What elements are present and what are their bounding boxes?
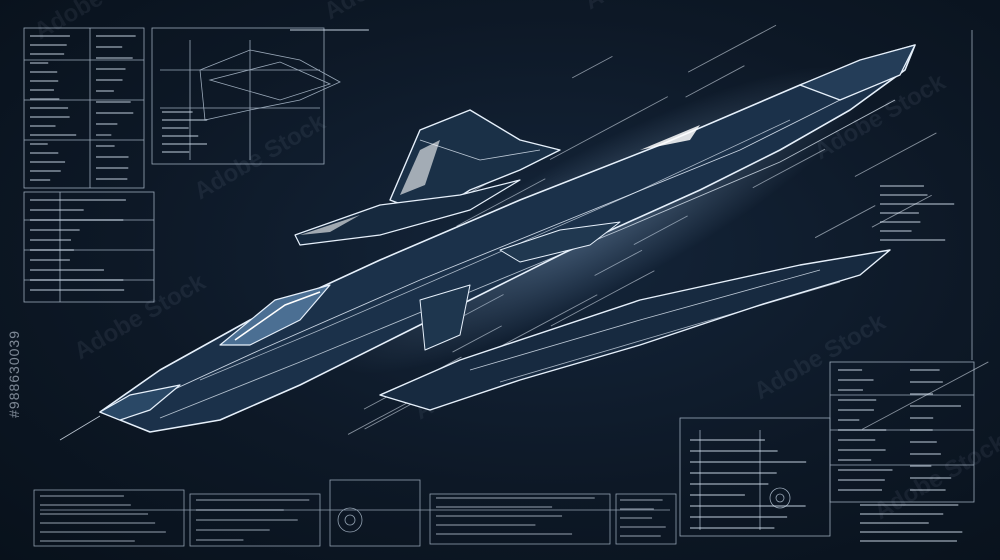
nose bbox=[99, 384, 181, 421]
spec-text-lines-right bbox=[690, 185, 963, 542]
spec-panel-right bbox=[679, 30, 975, 537]
watermark-text: Adobe Stock bbox=[190, 108, 331, 205]
stock-id-label: #988630039 bbox=[6, 330, 22, 418]
lower-wing bbox=[379, 249, 891, 411]
watermark-text: Adobe Stock bbox=[870, 428, 1000, 525]
main-hull bbox=[99, 44, 916, 433]
cockpit bbox=[219, 284, 331, 346]
watermark-text: Adobe Stock bbox=[750, 308, 891, 405]
spaceship bbox=[59, 44, 916, 441]
spec-text-lines-left bbox=[30, 29, 369, 291]
spec-panel-bottom bbox=[33, 479, 677, 547]
watermark-text: Adobe Stock bbox=[70, 268, 211, 365]
engine-pod bbox=[799, 44, 916, 101]
watermark-text: Adobe Stock bbox=[30, 0, 171, 45]
watermark-text: Adobe Stock bbox=[580, 0, 721, 15]
spec-text-lines-bottom bbox=[40, 495, 666, 542]
watermark-text: Adobe Stock bbox=[320, 0, 461, 25]
spec-panel-top-left bbox=[23, 27, 341, 303]
